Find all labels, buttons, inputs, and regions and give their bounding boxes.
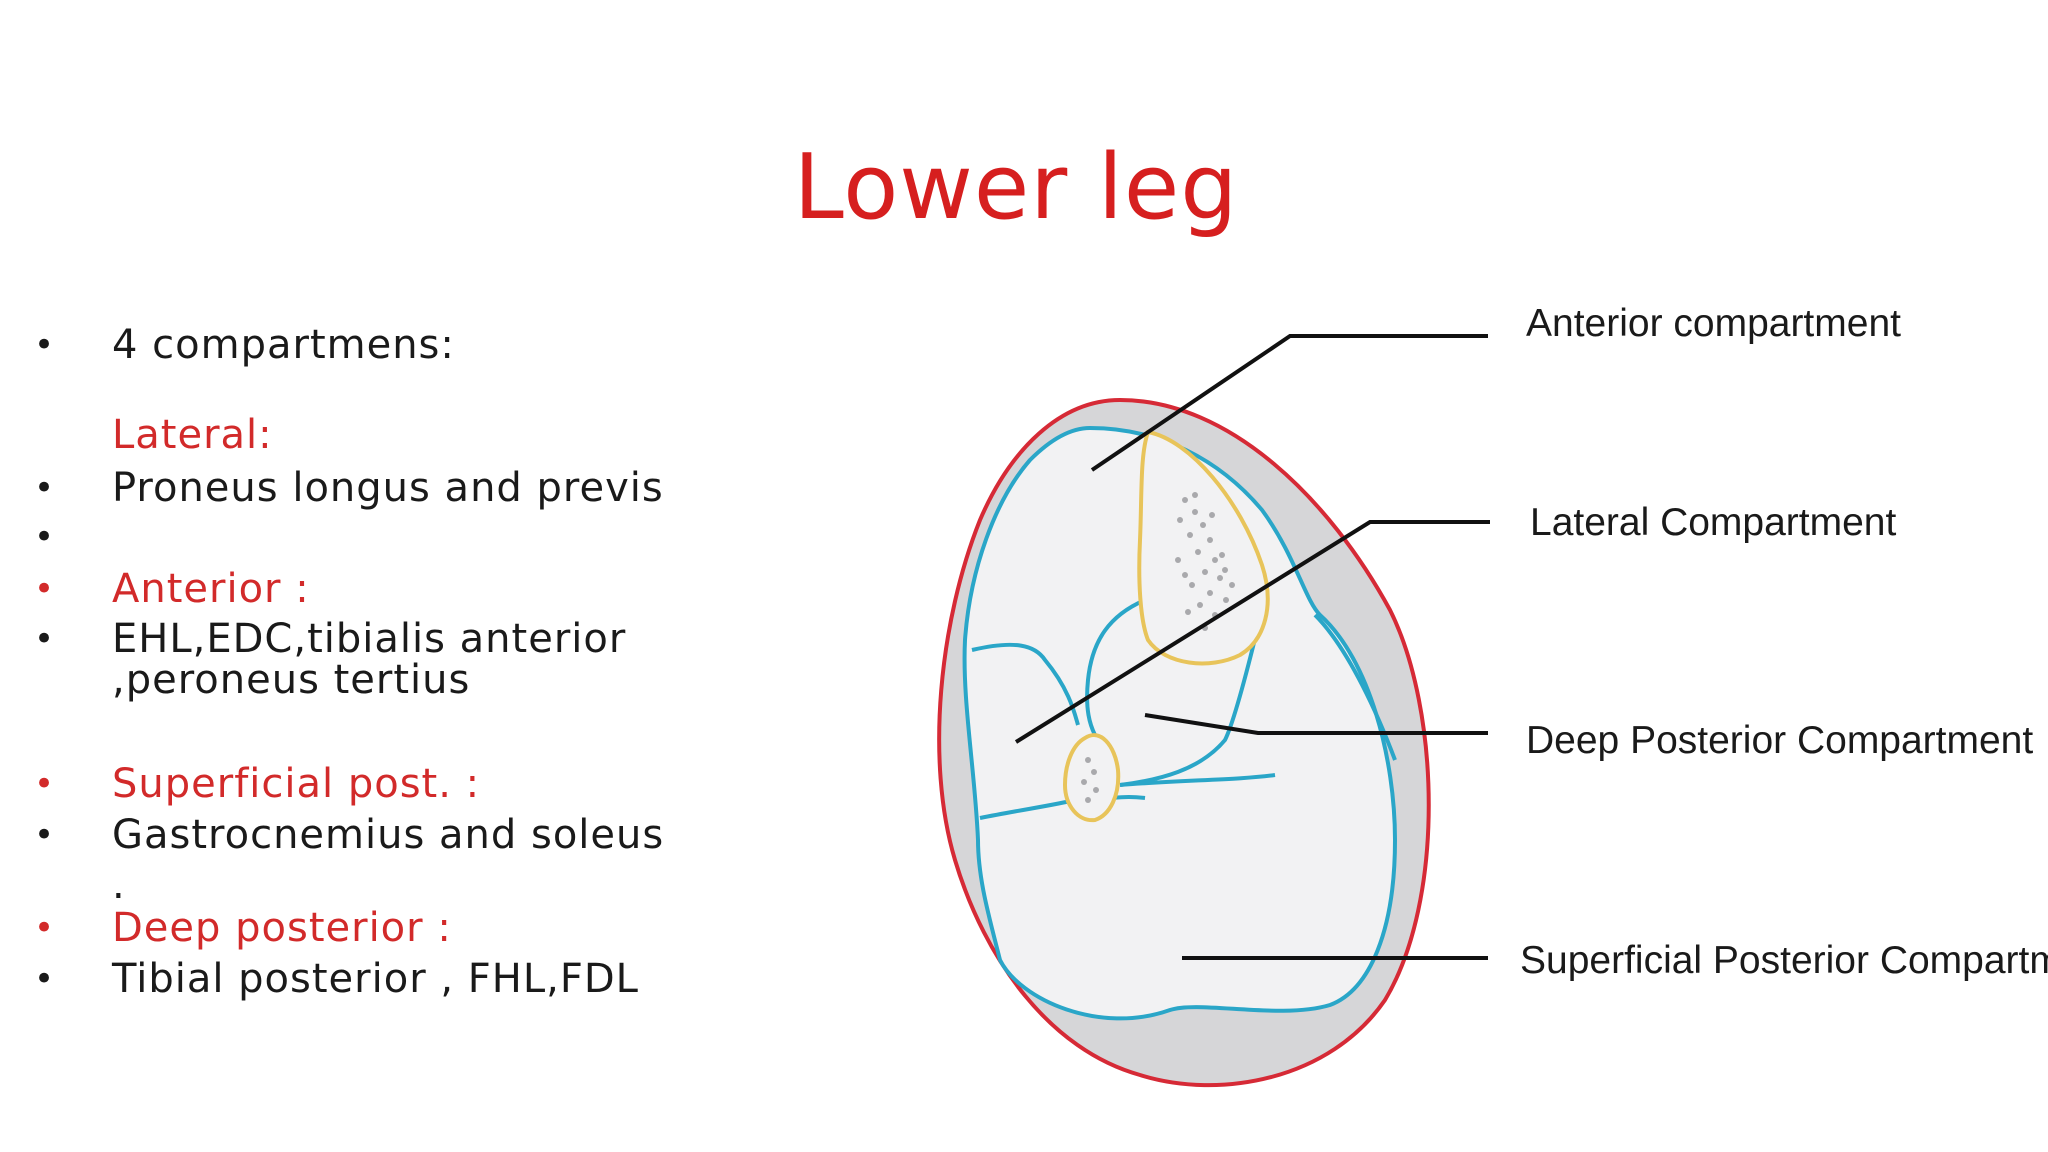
heading-deep-posterior: Deep posterior : <box>112 905 452 951</box>
label-anterior-compartment: Anterior compartment <box>1526 302 1901 345</box>
heading-lateral: Lateral: <box>112 412 273 458</box>
list-item: • Superficial post. : <box>0 759 880 809</box>
leader-line-anterior <box>1090 334 1488 472</box>
list-item: • <box>0 512 880 562</box>
bullet-icon: • <box>34 959 55 999</box>
bullet-icon: • <box>34 764 55 804</box>
heading-anterior: Anterior : <box>112 566 310 612</box>
lateral-septum <box>971 642 1080 726</box>
bullet-icon: • <box>34 517 55 557</box>
bullet-text: EHL,EDC,tibialis anterior <box>112 616 627 662</box>
label-superficial-posterior-compartment: Superficial Posterior Compartment <box>1520 939 2048 982</box>
bullet-text: Tibial posterior , FHL,FDL <box>112 956 639 1002</box>
list-item: • Deep posterior : <box>0 903 880 953</box>
bullet-icon: • <box>34 569 55 609</box>
bullet-text-period: . <box>112 862 126 908</box>
list-item: • EHL,EDC,tibialis anterior <box>0 614 880 664</box>
list-item: • Tibial posterior , FHL,FDL <box>0 954 880 1004</box>
bullet-icon: • <box>34 619 55 659</box>
bullet-icon: • <box>34 815 55 855</box>
bullet-text: 4 compartmens: <box>112 322 455 368</box>
label-lateral-compartment: Lateral Compartment <box>1530 501 1896 544</box>
list-item: • Gastrocnemius and soleus <box>0 810 880 860</box>
bullet-icon: • <box>34 908 55 948</box>
tibia-marrow-texture <box>1175 492 1235 631</box>
bullet-text: Gastrocnemius and soleus <box>112 812 665 858</box>
fibula-marrow-texture <box>1081 757 1099 803</box>
leader-line-lateral <box>1014 520 1490 744</box>
superficial-deep-divider <box>1119 773 1276 787</box>
list-item: • 4 compartmens: <box>0 320 880 370</box>
bullet-list: • 4 compartmens: Lateral: • Proneus long… <box>0 0 900 1152</box>
bullet-text-continuation: ,peroneus tertius <box>112 657 471 703</box>
anterior-deep-divider <box>1085 598 1146 736</box>
list-item: • Proneus longus and previs <box>0 463 880 513</box>
bullet-icon: • <box>34 468 55 508</box>
interosseous-divider <box>1119 609 1264 787</box>
fibula-bone <box>1062 733 1121 823</box>
list-item: Lateral: <box>0 410 880 460</box>
label-deep-posterior-compartment: Deep Posterior Compartment <box>1526 719 2033 762</box>
leader-line-deep-posterior <box>1144 713 1488 735</box>
heading-superficial-post: Superficial post. : <box>112 761 481 807</box>
bullet-icon: • <box>34 325 55 365</box>
bullet-text: Proneus longus and previs <box>112 465 664 511</box>
list-item: . <box>0 860 880 910</box>
list-item: ,peroneus tertius <box>0 655 880 705</box>
list-item: • Anterior : <box>0 564 880 614</box>
slide-title: Lower leg <box>793 135 1239 240</box>
posterior-septum <box>1313 613 1397 761</box>
